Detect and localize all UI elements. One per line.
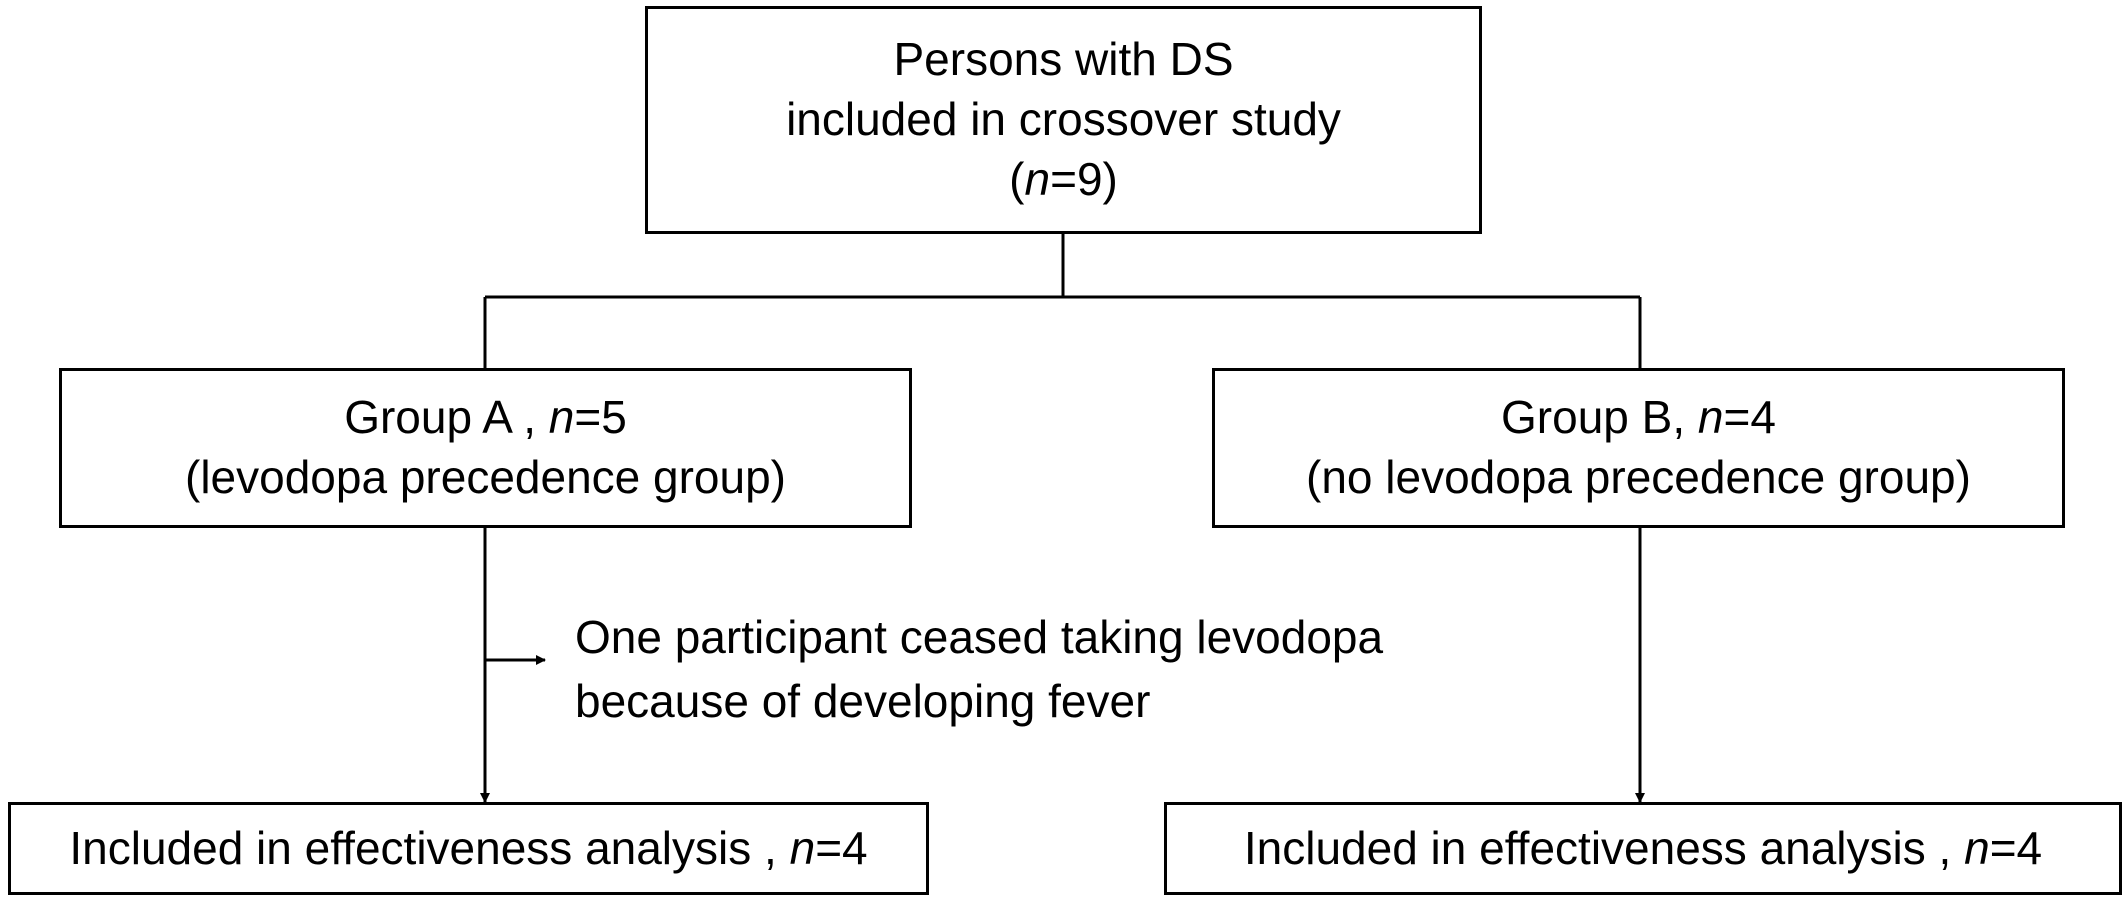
node-analysis-a-prefix: Included in effectiveness analysis ,	[69, 821, 790, 874]
node-analysis-a-n-symbol: n	[789, 821, 816, 874]
node-group-a-line1-suffix: =5	[574, 391, 627, 444]
node-top-line3-prefix: (	[1009, 152, 1025, 205]
node-group-b: Group B, n=4 (no levodopa precedence gro…	[1212, 368, 2065, 528]
node-group-a: Group A , n=5 (levodopa precedence group…	[59, 368, 912, 528]
node-group-a-n-symbol: n	[548, 391, 575, 444]
node-top-line1: Persons with DS	[893, 33, 1234, 86]
node-analysis-a: Included in effectiveness analysis , n=4	[8, 802, 929, 895]
node-analysis-b-prefix: Included in effectiveness analysis ,	[1243, 821, 1965, 874]
node-group-a-line1: Group A , n=5	[344, 388, 627, 448]
node-analysis-a-suffix: =4	[815, 821, 868, 874]
exclusion-note-line2: because of developing fever	[575, 675, 1151, 728]
node-top-n-symbol: n	[1024, 152, 1051, 205]
node-group-a-line2: (levodopa precedence group)	[185, 451, 786, 503]
node-analysis-b-suffix: =4	[1989, 821, 2043, 874]
exclusion-note-line1: One participant ceased taking levodopa	[575, 611, 1384, 663]
node-top-line3-suffix: =9)	[1050, 152, 1118, 205]
node-group-b-line1-prefix: Group B,	[1501, 391, 1698, 444]
exclusion-note: One participant ceased taking levodopa b…	[575, 605, 1383, 734]
node-analysis-a-line: Included in effectiveness analysis , n=4	[69, 819, 867, 879]
node-group-b-line2: (no levodopa precedence group)	[1306, 451, 1971, 503]
node-analysis-b-line: Included in effectiveness analysis , n=4	[1244, 819, 2042, 879]
node-analysis-b: Included in effectiveness analysis , n=4	[1164, 802, 2122, 895]
node-top-line3: (n=9)	[1009, 150, 1118, 210]
node-group-a-line1-prefix: Group A ,	[344, 391, 549, 444]
node-persons-with-ds: Persons with DS included in crossover st…	[645, 6, 1482, 234]
node-top-line2: included in crossover study	[786, 93, 1341, 146]
node-group-b-line1: Group B, n=4	[1501, 388, 1776, 448]
node-group-b-n-symbol: n	[1697, 391, 1724, 444]
node-analysis-b-n-symbol: n	[1964, 821, 1990, 874]
node-group-b-line1-suffix: =4	[1723, 391, 1776, 444]
